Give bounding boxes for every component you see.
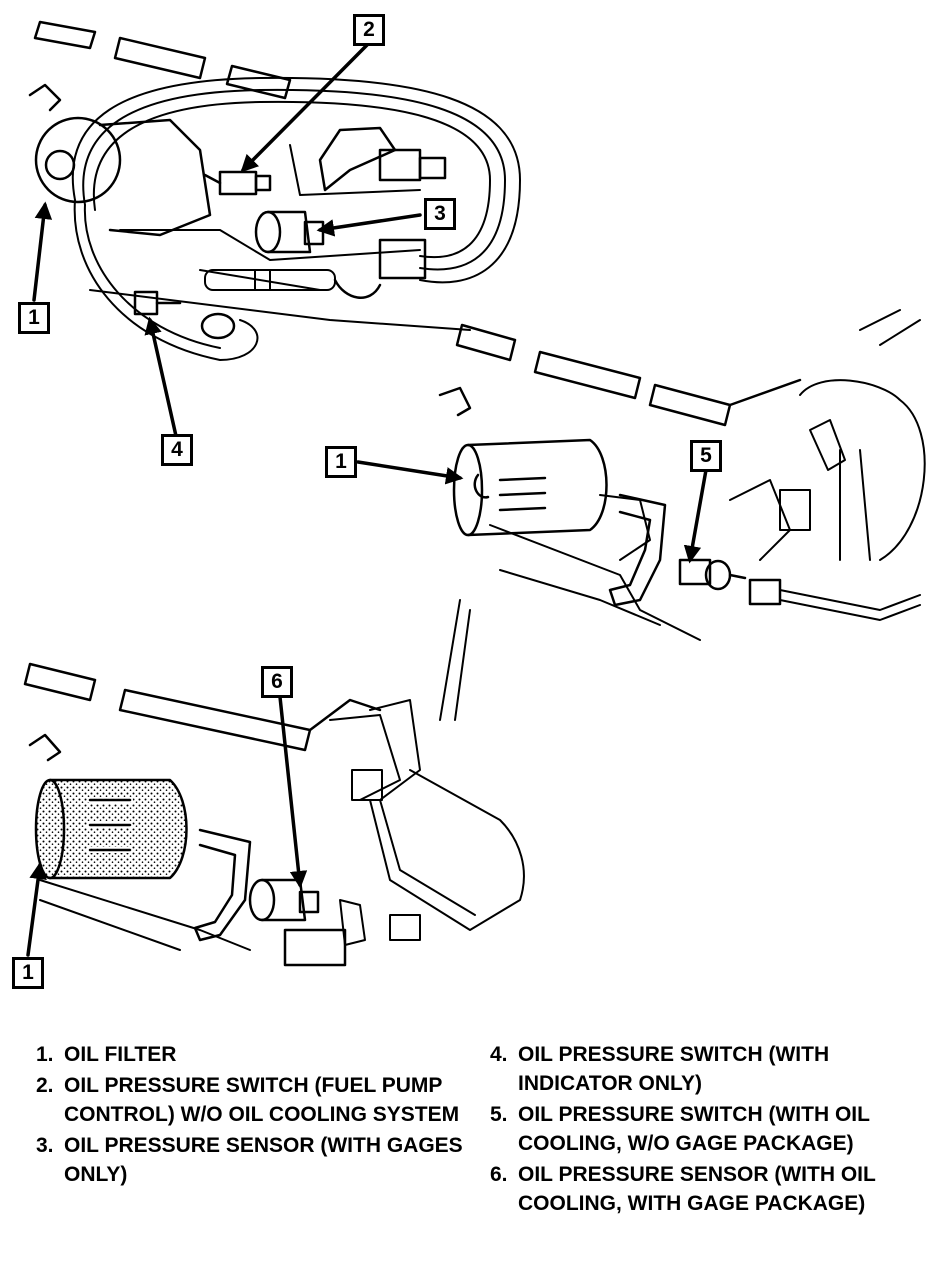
legend-text: OIL PRESSURE SENSOR (WITH GAGES ONLY) [64,1134,463,1186]
oil-pressure-switch-4 [133,290,236,340]
callout-1-top: 1 [18,302,50,334]
callout-6: 6 [261,666,293,698]
leader-arrows-middle [356,460,708,564]
leader-arrows-top [32,42,422,438]
wire-harness-middle [779,379,926,621]
callout-5: 5 [690,440,722,472]
legend-left: 1. OIL FILTER 2. OIL PRESSURE SWITCH (FU… [36,1040,466,1191]
bottom-view [23,599,525,967]
legend-item-6: 6. OIL PRESSURE SENSOR (WITH OIL COOLING… [490,1160,910,1218]
oil-pressure-components-illustration [23,20,926,967]
connector-2 [318,126,447,192]
frame-rail-top [33,20,292,100]
legend-item-2: 2. OIL PRESSURE SWITCH (FUEL PUMP CONTRO… [36,1071,466,1129]
legend-number: 2. [36,1074,54,1097]
wire-harness-top [71,76,521,361]
legend-number: 6. [490,1163,508,1186]
oil-pressure-switch-5 [678,558,782,606]
legend-text: OIL PRESSURE SWITCH (FUEL PUMP CONTROL) … [64,1074,460,1126]
engine-block-bottom [39,599,471,951]
middle-view [356,309,926,641]
frame-rail-bottom [23,662,382,752]
legend-right: 4. OIL PRESSURE SWITCH (WITH INDICATOR O… [490,1040,910,1220]
leader-arrows-bottom [26,695,308,957]
oil-filter-top [28,83,212,237]
legend-number: 4. [490,1043,508,1066]
frame-rail-middle [455,323,802,427]
oil-pressure-sensor-3 [254,210,427,299]
oil-filter-middle [438,386,608,537]
top-view [28,20,521,438]
legend-number: 1. [36,1043,54,1066]
legend-number: 5. [490,1103,508,1126]
oil-line-middle [608,493,667,607]
legend-number: 3. [36,1134,54,1157]
legend-text: OIL PRESSURE SENSOR (WITH OIL COOLING, W… [518,1163,876,1215]
callout-3: 3 [424,198,456,230]
callout-1-bottom: 1 [12,957,44,989]
legend-text: OIL PRESSURE SWITCH (WITH INDICATOR ONLY… [518,1043,830,1095]
legend-item-5: 5. OIL PRESSURE SWITCH (WITH OIL COOLING… [490,1100,910,1158]
oil-pressure-switch-2 [203,170,272,196]
wire-harness-bottom [339,699,525,946]
oil-filter-bottom [28,733,188,880]
legend-text: OIL PRESSURE SWITCH (WITH OIL COOLING, W… [518,1103,870,1155]
legend-item-4: 4. OIL PRESSURE SWITCH (WITH INDICATOR O… [490,1040,910,1098]
callout-2: 2 [353,14,385,46]
callout-4: 4 [161,434,193,466]
legend-text: OIL FILTER [64,1043,177,1066]
engine-block-top [89,144,471,331]
legend-item-1: 1. OIL FILTER [36,1040,466,1069]
oil-line-bottom [193,828,252,942]
oil-pressure-sensor-6 [248,878,347,967]
legend-item-3: 3. OIL PRESSURE SENSOR (WITH GAGES ONLY) [36,1131,466,1189]
callout-1-middle: 1 [325,446,357,478]
oil-line-top [204,269,336,291]
